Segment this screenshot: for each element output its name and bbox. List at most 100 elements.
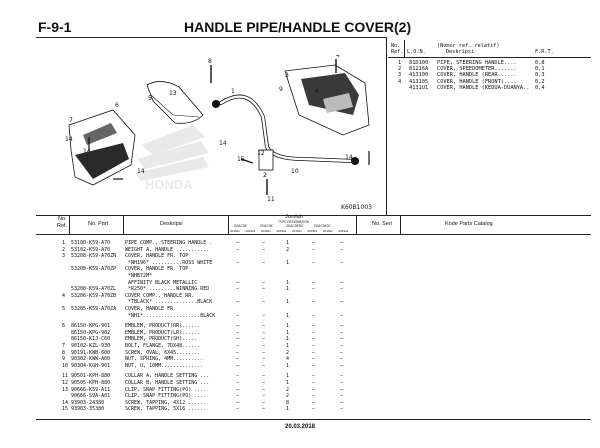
cell-part: 93903-35380	[71, 406, 105, 413]
title-rule	[36, 37, 386, 38]
front-cover-part	[68, 109, 136, 186]
callout-4: 4	[336, 55, 340, 59]
cell-qty: –	[236, 279, 240, 286]
cell-desc: SCREW, TAPPING, 4X12 ......	[125, 399, 207, 406]
th-sub-code: GN1C0K	[260, 224, 273, 228]
cell-qty: 1	[286, 299, 290, 306]
th-catalog: Kode Parts Catalog	[445, 221, 493, 227]
cell-desc: *NHB72M*	[125, 273, 153, 279]
th-year: 2019s1	[292, 229, 302, 233]
ref-col-sep	[404, 40, 405, 57]
cell-qty: 2	[286, 349, 290, 356]
cell-qty: –	[236, 362, 240, 369]
handle-pipe-part	[212, 94, 359, 171]
cell-ref: 9	[62, 356, 66, 363]
cell-qty: –	[340, 362, 344, 369]
cell-desc: NUT, SPRING, 4MM..........	[125, 356, 204, 363]
cell-qty: –	[340, 329, 344, 336]
table-bottom-rule	[36, 419, 591, 420]
cell-part: 53205-K59-A70ZA	[71, 306, 117, 312]
footer-date: 20.03.2018	[284, 424, 316, 430]
ref-cell-frt: 0,4	[535, 84, 545, 91]
ref-col-frt: F.R.T.	[535, 49, 554, 55]
cell-qty: –	[262, 362, 266, 369]
cell-part: 53100-K59-A70	[71, 240, 111, 246]
cell-desc: *NH1* ..................BLACK	[125, 312, 216, 319]
cell-desc: AFFINITY BLACK METALLIC	[125, 279, 198, 286]
cell-qty: –	[312, 286, 316, 293]
cell-qty: 1	[286, 329, 290, 336]
ref-col-ref: Ref.	[391, 49, 404, 55]
cell-desc: EMBLEM, PRODUCT(LR)......	[125, 329, 201, 336]
cell-desc: COLLAR A, HANDLE SETTING ...	[125, 373, 210, 380]
cell-ref: 6	[62, 323, 66, 330]
cell-qty: –	[262, 286, 266, 293]
cell-qty: 1	[286, 240, 290, 246]
cell-qty: –	[312, 240, 316, 246]
callout-14: 14	[345, 154, 353, 161]
cell-qty: –	[236, 393, 240, 400]
cell-ref: 13	[62, 386, 69, 393]
cell-qty: –	[262, 399, 266, 406]
cell-qty: –	[312, 259, 316, 266]
callout-14: 14	[137, 168, 145, 175]
cell-part: 93903-24380	[71, 399, 105, 406]
cell-ref: 11	[62, 373, 69, 380]
callout-10: 10	[291, 168, 299, 175]
bolts-and-screws	[88, 59, 370, 195]
ref-cell-lon: 81D100	[409, 60, 429, 66]
cell-ref: 14	[62, 399, 69, 406]
ref-header-rule	[388, 57, 591, 58]
frame-divider	[386, 37, 387, 215]
diagram-code: K60B1003	[341, 204, 372, 211]
cell-qty: –	[312, 312, 316, 319]
th-year: 2019s1	[261, 229, 271, 233]
cell-qty: –	[340, 373, 344, 380]
table-row: AFFINITY BLACK METALLIC––1––	[0, 280, 600, 286]
th-year: 2019s2	[338, 229, 349, 233]
cell-desc: COVER COMP., HANDLE RR.	[125, 292, 195, 299]
cell-desc: CLIP, SNAP FITTING(PO) ....	[125, 393, 207, 400]
th-jumlah: Jumlah	[285, 214, 303, 220]
honda-wing-watermark: HONDA	[135, 125, 209, 192]
cell-qty: –	[312, 373, 316, 380]
th-year: 2019s1	[230, 229, 240, 233]
table-row: *NHB72M*	[0, 273, 600, 279]
cell-qty: –	[340, 386, 344, 393]
ref-cell-desc: COVER, HANDLE (KEDUA-DUANYA..	[437, 84, 530, 91]
top-cover-part	[284, 64, 370, 136]
cell-qty: –	[236, 286, 240, 293]
table-row: *NH1* ..................BLACK––1––	[0, 313, 600, 319]
callout-13: 13	[169, 90, 177, 97]
callout-11: 11	[267, 196, 275, 203]
cell-qty: –	[236, 259, 240, 266]
cell-ref: 10	[62, 362, 69, 369]
th-sub-code: GN1C0K0C	[314, 224, 331, 228]
ref-cell-ref: 3	[398, 72, 402, 79]
th-sub-code: GN1C0ERC	[286, 224, 304, 228]
cell-qty: –	[340, 279, 344, 286]
cell-qty: –	[340, 336, 344, 343]
th-part: No. Part	[88, 221, 109, 227]
cell-qty: –	[262, 336, 266, 343]
th-sep-5	[400, 215, 401, 235]
cell-qty: –	[262, 380, 266, 386]
cell-desc: EMBLEM, PRODUCT(SH).....	[125, 336, 198, 343]
cell-qty: 1	[286, 336, 290, 343]
cell-qty: 1	[286, 259, 290, 266]
cell-ref: 15	[62, 406, 69, 413]
cell-part: 53206-K59-A70ZB	[71, 292, 117, 299]
cell-desc: CLIP, SNAP FITTING(PO) ....	[125, 386, 207, 393]
th-year: 2019s1	[323, 229, 333, 233]
cell-qty: 4	[286, 356, 290, 363]
cell-qty: –	[340, 240, 344, 246]
cell-qty: –	[312, 399, 316, 406]
cell-desc: COVER, HANDLE FR. TOP	[125, 253, 189, 260]
